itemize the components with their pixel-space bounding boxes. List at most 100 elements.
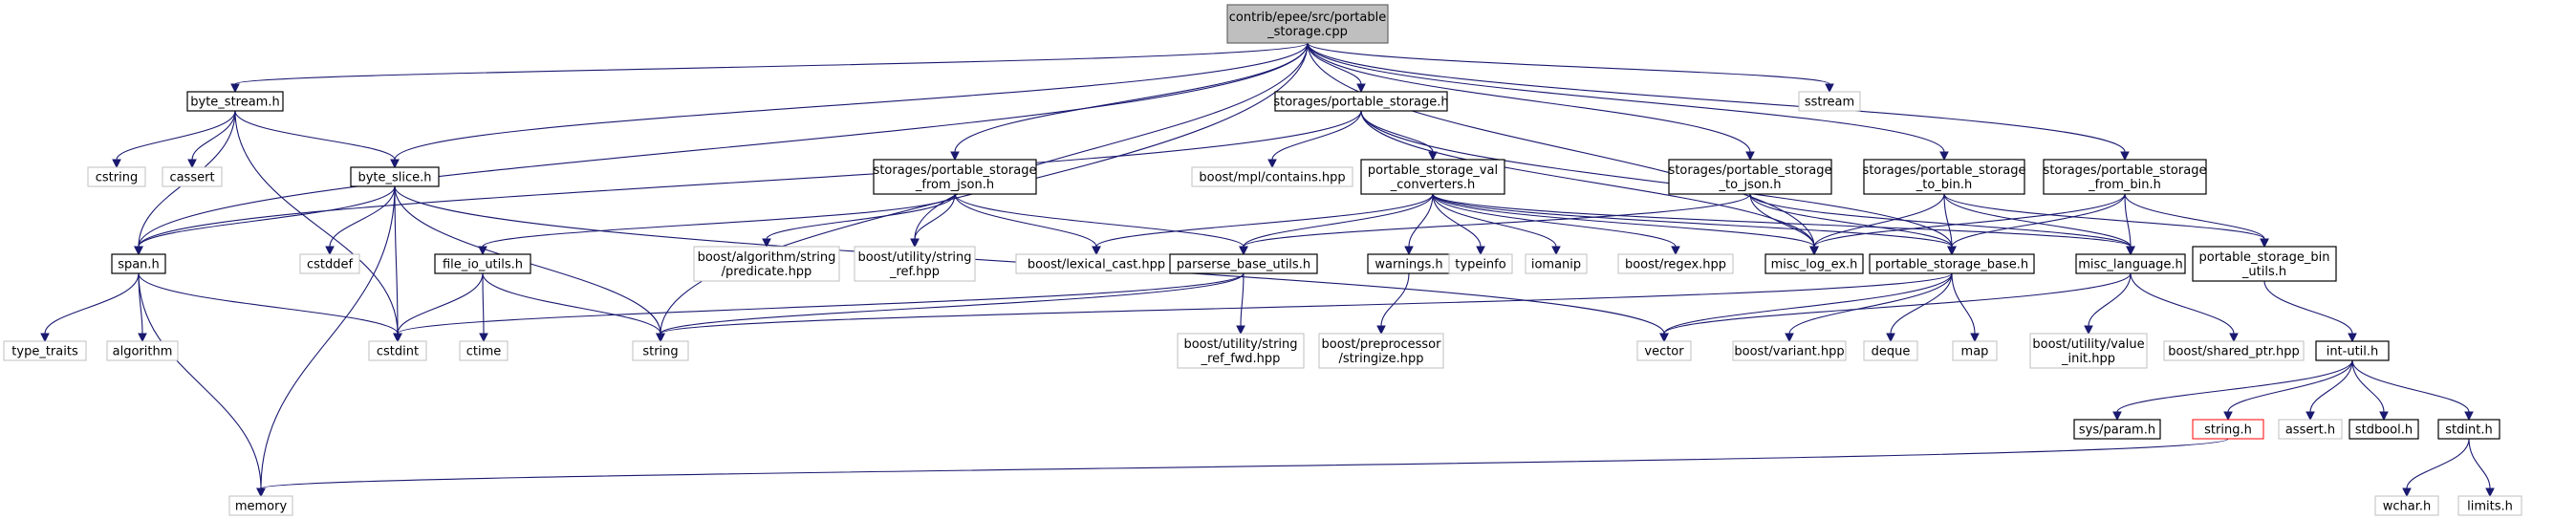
edge-warnings_h-to-boost_preprocessor_stringize (1380, 272, 1410, 327)
arrowhead-portable_storage_cpp-to-ps_to_bin (1939, 151, 1949, 162)
edge-portable_storage_cpp-to-sstream (1307, 42, 1830, 85)
edge-byte_stream_h-to-cassert (191, 110, 236, 161)
node-portable-storage-base-h[interactable]: portable_storage_base.h (1869, 253, 2035, 274)
node-box (1636, 340, 1692, 361)
node-wchar-h: wchar.h (2374, 495, 2439, 516)
node-boost-regex: boost/regex.hpp (1617, 253, 1734, 274)
node-box (2073, 419, 2161, 440)
node-box (368, 340, 427, 361)
node-parserse-base-utils-h[interactable]: parserse_base_utils.h (1169, 253, 1318, 274)
edge-ps_from_bin-to-misc_log_ex_h (1813, 193, 2126, 248)
node-misc-language-h[interactable]: misc_language.h (2075, 253, 2186, 274)
node-cstddef: cstddef (299, 253, 360, 274)
node-box (1274, 91, 1448, 112)
node-ps-to-json[interactable]: storages/portable_storage_to_json.h (1668, 159, 1832, 195)
node-box (2457, 495, 2522, 516)
arrowhead-ps_from_bin-to-misc_language_h (2126, 246, 2135, 256)
arrowhead-portable_storage_cpp-to-ps_from_bin (2120, 151, 2130, 162)
node-box (1952, 340, 1998, 361)
node-label: boost/mpl/contains.hpp (1199, 171, 1345, 185)
node-box (2029, 333, 2148, 369)
edge-ps_from_bin-to-misc_language_h (2124, 193, 2132, 248)
node-box (2192, 419, 2264, 440)
node-label: boost/regex.hpp (1625, 258, 1726, 272)
node-label: misc_language.h (2078, 258, 2183, 272)
node-ps-from-json[interactable]: storages/portable_storage_from_json.h (873, 159, 1037, 195)
node-label: deque (1872, 345, 1911, 359)
edges-layer (40, 42, 2495, 498)
node-deque: deque (1863, 340, 1918, 361)
node-label: iomanip (1531, 258, 1581, 272)
edge-ps_to_bin-to-portable_storage_base_h (1943, 193, 1953, 248)
arrowhead-ps_to_json-to-parserse_base_utils_h (1239, 246, 1248, 256)
edge-storages_portable_storage_h-to-span_h (138, 110, 1362, 248)
node-label: cstddef (307, 258, 354, 272)
edge-int_util_h-to-stdbool_h (2351, 359, 2385, 413)
edge-misc_language_h-to-vector (1663, 272, 2132, 335)
node-int-util-h[interactable]: int-util.h (2315, 340, 2390, 361)
node-portable-storage-cpp[interactable]: contrib/epee/src/portable_storage.cpp (1226, 4, 1389, 44)
node-label: boost/utility/string (857, 250, 971, 265)
node-warnings-h[interactable]: warnings.h (1367, 253, 1451, 274)
edge-portable_storage_cpp-to-ps_from_json (954, 42, 1309, 153)
edge-ps_from_json-to-file_io_utils_h (482, 193, 956, 248)
node-box (459, 340, 509, 361)
edge-span_h-to-cstdint (138, 272, 399, 335)
node-label: byte_slice.h (357, 171, 431, 185)
node-byte-stream-h[interactable]: byte_stream.h (186, 91, 284, 112)
node-label: _storage.cpp (1266, 25, 1348, 39)
node-stdbool-h[interactable]: stdbool.h (2349, 419, 2419, 440)
node-box (2374, 495, 2439, 516)
edge-portable_storage_cpp-to-ps_from_bin (1307, 42, 2126, 153)
node-label: type_traits (11, 345, 78, 359)
node-box (2437, 419, 2500, 440)
node-label: stdint.h (2445, 423, 2492, 438)
node-cassert: cassert (162, 166, 223, 187)
node-label: /predicate.hpp (722, 265, 812, 279)
arrowhead-ps_from_json-to-file_io_utils_h (478, 246, 487, 256)
node-label: limits.h (2467, 500, 2513, 514)
edge-portable_storage_cpp-to-ps_to_json (1307, 42, 1751, 153)
node-stdint-h[interactable]: stdint.h (2437, 419, 2500, 440)
edge-byte_slice_h-to-cstddef (329, 185, 396, 248)
arrowhead-byte_stream_h-to-cstring (112, 159, 121, 169)
node-label: algorithm (113, 345, 173, 359)
node-sys-param-h[interactable]: sys/param.h (2073, 419, 2161, 440)
node-assert-h: assert.h (2278, 419, 2343, 440)
arrowhead-stdint_h-to-wchar_h (2402, 488, 2412, 498)
arrowhead-ps_from_bin-to-ps_bin_utils (2260, 238, 2269, 249)
edge-parserse_base_utils_h-to-cstdint (397, 272, 1245, 335)
edge-ps_val_converters-to-portable_storage_base_h (1432, 193, 1953, 248)
node-label: warnings.h (1375, 258, 1442, 272)
node-label: assert.h (2285, 423, 2335, 438)
arrowhead-portable_storage_base_h-to-string (656, 333, 665, 343)
node-box (1525, 253, 1588, 274)
edge-file_io_utils_h-to-cstdint (397, 272, 484, 335)
node-ps-from-bin[interactable]: storages/portable_storage_from_bin.h (2043, 159, 2207, 195)
node-ps-to-bin[interactable]: storages/portable_storage_to_bin.h (1863, 159, 2026, 195)
node-label: _to_bin.h (1916, 178, 1973, 192)
node-byte-slice-h[interactable]: byte_slice.h (350, 166, 440, 187)
node-ps-bin-utils[interactable]: portable_storage_bin_utils.h (2192, 246, 2337, 282)
edge-portable_storage_cpp-to-storages_portable_storage_h (1307, 42, 1362, 85)
arrowhead-misc_language_h-to-boost_utility_value_init (2084, 325, 2093, 336)
edge-byte_stream_h-to-byte_slice_h (234, 110, 396, 161)
node-span-h[interactable]: span.h (111, 253, 166, 274)
arrowhead-portable_storage_cpp-to-storages_portable_storage_h (1356, 83, 1366, 94)
arrowhead-int_util_h-to-assert_h (2305, 411, 2315, 422)
edge-file_io_utils_h-to-string (482, 272, 661, 335)
node-label: _ref_fwd.hpp (1201, 352, 1281, 366)
node-misc-log-ex-h[interactable]: misc_log_ex.h (1764, 253, 1864, 274)
edge-portable_storage_base_h-to-boost_variant (1788, 272, 1953, 335)
node-label: _from_json.h (915, 178, 994, 192)
node-box (1169, 253, 1318, 274)
node-storages-portable-storage-h[interactable]: storages/portable_storage.h (1273, 91, 1449, 112)
node-ps-val-converters[interactable]: portable_storage_val_converters.h (1360, 159, 1505, 195)
arrowhead-string_h-to-memory (256, 488, 266, 498)
node-box (632, 340, 689, 361)
node-string-h[interactable]: string.h (2192, 419, 2264, 440)
node-label: boost/algorithm/string (698, 250, 836, 265)
node-file-io-utils-h[interactable]: file_io_utils.h (434, 253, 531, 274)
arrowhead-misc_language_h-to-vector (1659, 333, 1669, 343)
